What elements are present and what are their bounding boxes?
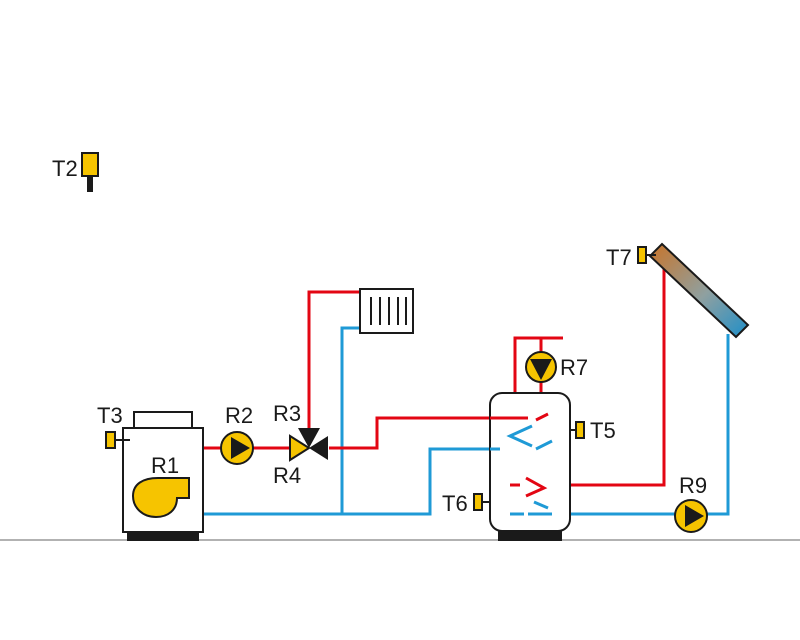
collector-supply-pipe — [570, 258, 666, 487]
pump-r7-arrow — [530, 359, 552, 380]
pump-r7: R7 — [525, 351, 588, 383]
label-r7: R7 — [560, 355, 588, 380]
solar-collector — [648, 242, 750, 339]
sensor-t2-body — [81, 152, 99, 177]
tank-sensor-t5: T5 — [570, 418, 616, 443]
radiator-supply-pipe — [307, 290, 360, 428]
label-r9: R9 — [679, 473, 707, 498]
outdoor-sensor-t2: T2 — [52, 152, 99, 192]
tank-sensor-t6: T6 — [442, 491, 490, 516]
tank-body — [489, 392, 571, 532]
radiator-return-pipe — [340, 326, 360, 514]
label-t5: T5 — [590, 418, 616, 443]
burner-icon — [131, 477, 190, 519]
label-r1: R1 — [151, 453, 179, 478]
valve-right-port — [309, 436, 328, 460]
storage-return-pipe — [570, 334, 730, 516]
storage-tank — [489, 392, 571, 541]
boiler-sensor-t3: T3 — [97, 403, 130, 449]
pump-r2: R2 — [220, 403, 254, 465]
label-r4: R4 — [273, 463, 301, 488]
label-t3: T3 — [97, 403, 123, 428]
valve-left-port — [289, 434, 311, 462]
label-t7: T7 — [606, 245, 632, 270]
sensor-t3-body — [105, 431, 116, 449]
label-t6: T6 — [442, 491, 468, 516]
lower-heat-exchanger — [510, 476, 552, 516]
label-r2: R2 — [225, 403, 253, 428]
pump-r9-arrow — [685, 505, 704, 527]
pump-r2-arrow — [231, 437, 250, 459]
radiator — [359, 288, 414, 334]
valve-top-port — [298, 428, 320, 448]
boiler-return-pipe — [203, 447, 490, 516]
boiler-top — [133, 411, 193, 429]
valve-to-storage-pipe — [329, 416, 490, 450]
tank-base — [498, 531, 562, 541]
label-r3: R3 — [273, 401, 301, 426]
collector-sensor-t7: T7 — [606, 245, 656, 270]
boiler-r1: R1 — [122, 411, 204, 541]
sensor-t5-body — [575, 421, 585, 439]
mixing-valve-r3-r4: R3 R4 — [273, 401, 328, 488]
pump-r9: R9 — [674, 473, 708, 533]
return-pipes — [203, 326, 730, 516]
sensor-t6-body — [473, 493, 483, 511]
supply-pipes — [203, 258, 666, 487]
sensor-t2-stem — [87, 176, 93, 192]
collector-panel — [648, 242, 750, 339]
sensor-t7-body — [637, 246, 647, 264]
boiler-base — [127, 532, 199, 541]
label-t2: T2 — [52, 156, 78, 181]
upper-heat-exchanger — [490, 412, 553, 451]
hot-water-outlet-pipe — [513, 336, 563, 393]
radiator-body — [359, 288, 414, 334]
